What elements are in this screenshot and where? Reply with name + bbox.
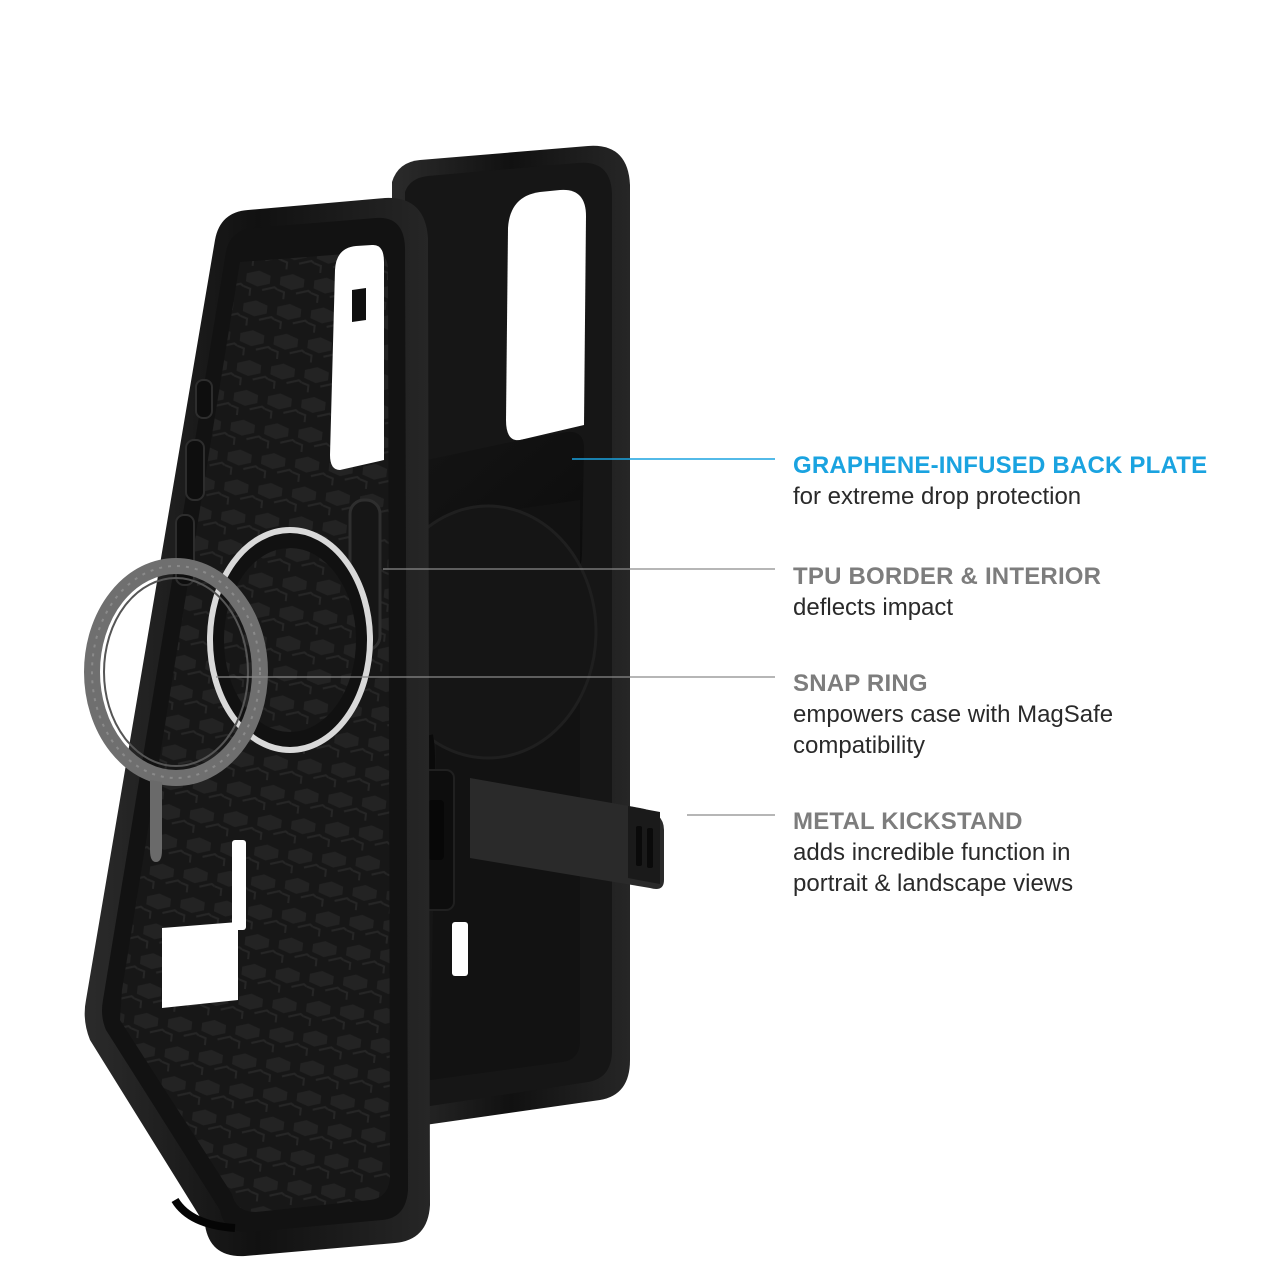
feature-title: METAL KICKSTAND <box>793 808 1023 835</box>
feature-snap-ring: SNAP RING empowers case with MagSafe com… <box>793 669 1113 761</box>
feature-back-plate: GRAPHENE-INFUSED BACK PLATE for extreme … <box>793 451 1207 512</box>
tpu-interior-piece <box>84 197 431 1257</box>
feature-description: for extreme drop protection <box>793 483 1082 510</box>
feature-title: TPU BORDER & INTERIOR <box>793 563 1102 590</box>
feature-title: SNAP RING <box>793 670 928 697</box>
feature-description: compatibility <box>793 732 926 759</box>
feature-description: portrait & landscape views <box>793 870 1074 897</box>
metal-kickstand <box>470 778 664 889</box>
feature-kickstand: METAL KICKSTAND adds incredible function… <box>793 807 1073 899</box>
feature-description: deflects impact <box>793 594 954 621</box>
feature-title: GRAPHENE-INFUSED BACK PLATE <box>793 452 1208 479</box>
feature-description: adds incredible function in <box>793 839 1071 866</box>
snap-ring <box>84 558 268 862</box>
feature-tpu-border: TPU BORDER & INTERIOR deflects impact <box>793 562 1101 623</box>
feature-description: empowers case with MagSafe <box>793 701 1114 728</box>
